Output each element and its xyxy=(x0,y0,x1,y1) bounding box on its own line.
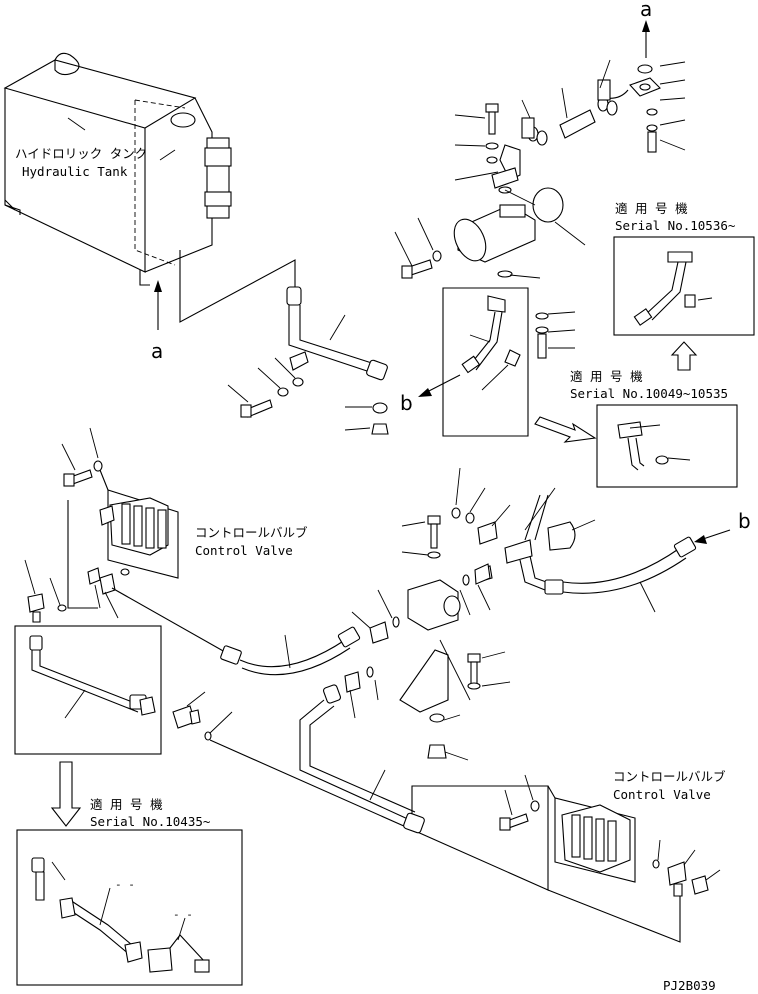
elbow-fitting-right xyxy=(652,839,721,897)
dash-label-1: - - xyxy=(115,878,135,891)
control-valve-1 xyxy=(99,489,179,579)
bolt-washer-set-7 xyxy=(467,651,511,690)
return-pipe-lower xyxy=(299,684,425,834)
control-valve-1-label-jp: コントロールバルブ xyxy=(195,525,308,540)
serial-box-3-applicable: 適 用 号 機 xyxy=(90,797,163,812)
bolt-washer-set-4 xyxy=(535,311,576,359)
elbow-flange-top xyxy=(491,144,521,194)
pump xyxy=(453,187,586,279)
mounting-bracket xyxy=(399,639,471,761)
serial-box-2-serial: Serial No.10049~10535 xyxy=(570,386,728,401)
return-pipe-box xyxy=(14,625,162,755)
control-valve-2 xyxy=(554,797,636,883)
ref-label-a-left: a xyxy=(151,339,163,363)
bolt-washer-set-8 xyxy=(499,774,540,831)
high-pressure-hose xyxy=(111,587,361,676)
ref-label-a-top: a xyxy=(640,0,652,21)
adapter-right-of-box xyxy=(172,691,233,741)
clamp-group-center xyxy=(451,467,511,545)
ref-arrow-b-mid xyxy=(418,374,461,397)
pipe-clamp xyxy=(289,351,309,371)
bolt-washer-set-2 xyxy=(454,103,499,181)
serial-box-3-serial: Serial No.10435~ xyxy=(90,814,210,829)
fitting-cv1 xyxy=(87,567,130,619)
dash-label-2: - - xyxy=(173,908,193,921)
serial-right-arrow xyxy=(534,416,597,443)
hydraulic-tank xyxy=(3,52,232,286)
hose-clamps-top xyxy=(521,59,618,146)
hydraulic-tank-label-jp: ハイドロリック タンク xyxy=(15,146,147,161)
serial-box-10536 xyxy=(613,236,755,336)
delivery-hose xyxy=(474,487,697,613)
suction-pipe xyxy=(286,286,388,381)
bolt-washer-set-5 xyxy=(61,427,103,487)
ref-arrow-b-right xyxy=(694,529,731,544)
serial-box-1-applicable: 適 用 号 機 xyxy=(615,201,688,216)
pump-outlet-box xyxy=(442,287,529,437)
ref-arrow-a-top xyxy=(642,20,650,58)
drawing-code: PJ2B039 xyxy=(663,978,716,993)
bolt-washer-set-3 xyxy=(394,217,442,279)
bolt-washer-set-1 xyxy=(227,357,304,418)
ref-label-b-mid: b xyxy=(400,391,413,415)
ref-arrow-a-left xyxy=(154,280,162,330)
control-valve-2-label-en: Control Valve xyxy=(613,787,711,802)
down-arrow-left xyxy=(50,761,82,827)
elbow-fitting-left xyxy=(24,559,67,623)
bolt-washer-set-6 xyxy=(401,515,441,559)
serial-box-10049 xyxy=(596,404,738,488)
control-valve-2-label-jp: コントロールバルブ xyxy=(613,769,726,784)
nut-washer-set-1 xyxy=(344,402,389,435)
hydraulic-tank-label-en: Hydraulic Tank xyxy=(22,164,128,179)
control-valve-1-label-en: Control Valve xyxy=(195,543,293,558)
serial-up-arrow xyxy=(670,341,698,371)
serial-box-10435 xyxy=(16,829,243,986)
ref-label-b-right: b xyxy=(738,509,751,533)
serial-box-1-serial: Serial No.10536~ xyxy=(615,218,735,233)
serial-box-2-applicable: 適 用 号 機 xyxy=(570,369,643,384)
